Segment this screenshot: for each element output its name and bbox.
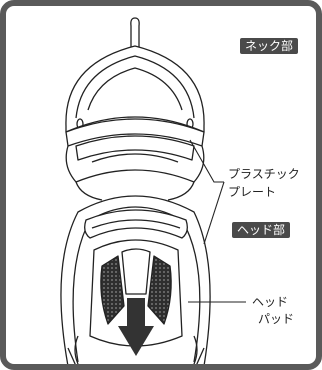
leader-plastic-plate-upper <box>189 139 224 183</box>
leader-lines <box>188 139 246 303</box>
leader-plastic-plate-lower <box>203 181 225 245</box>
plastic-plate-label-line1: プラスチック <box>228 167 300 181</box>
down-arrow-icon <box>118 298 154 356</box>
head-part-tag: ヘッド部 <box>232 222 291 238</box>
neck-part-tag: ネック部 <box>240 38 299 54</box>
neck-part-drawing <box>65 17 205 201</box>
head-pad-left <box>100 255 125 325</box>
helmet-illustration <box>60 17 246 364</box>
head-pad-label-line1: ヘッド <box>252 295 289 309</box>
plastic-plate-label-line2: プレート <box>228 185 277 199</box>
head-part-drawing <box>60 195 211 364</box>
head-pad-label-line2: パッド <box>258 312 295 326</box>
head-pad-right <box>147 255 172 325</box>
